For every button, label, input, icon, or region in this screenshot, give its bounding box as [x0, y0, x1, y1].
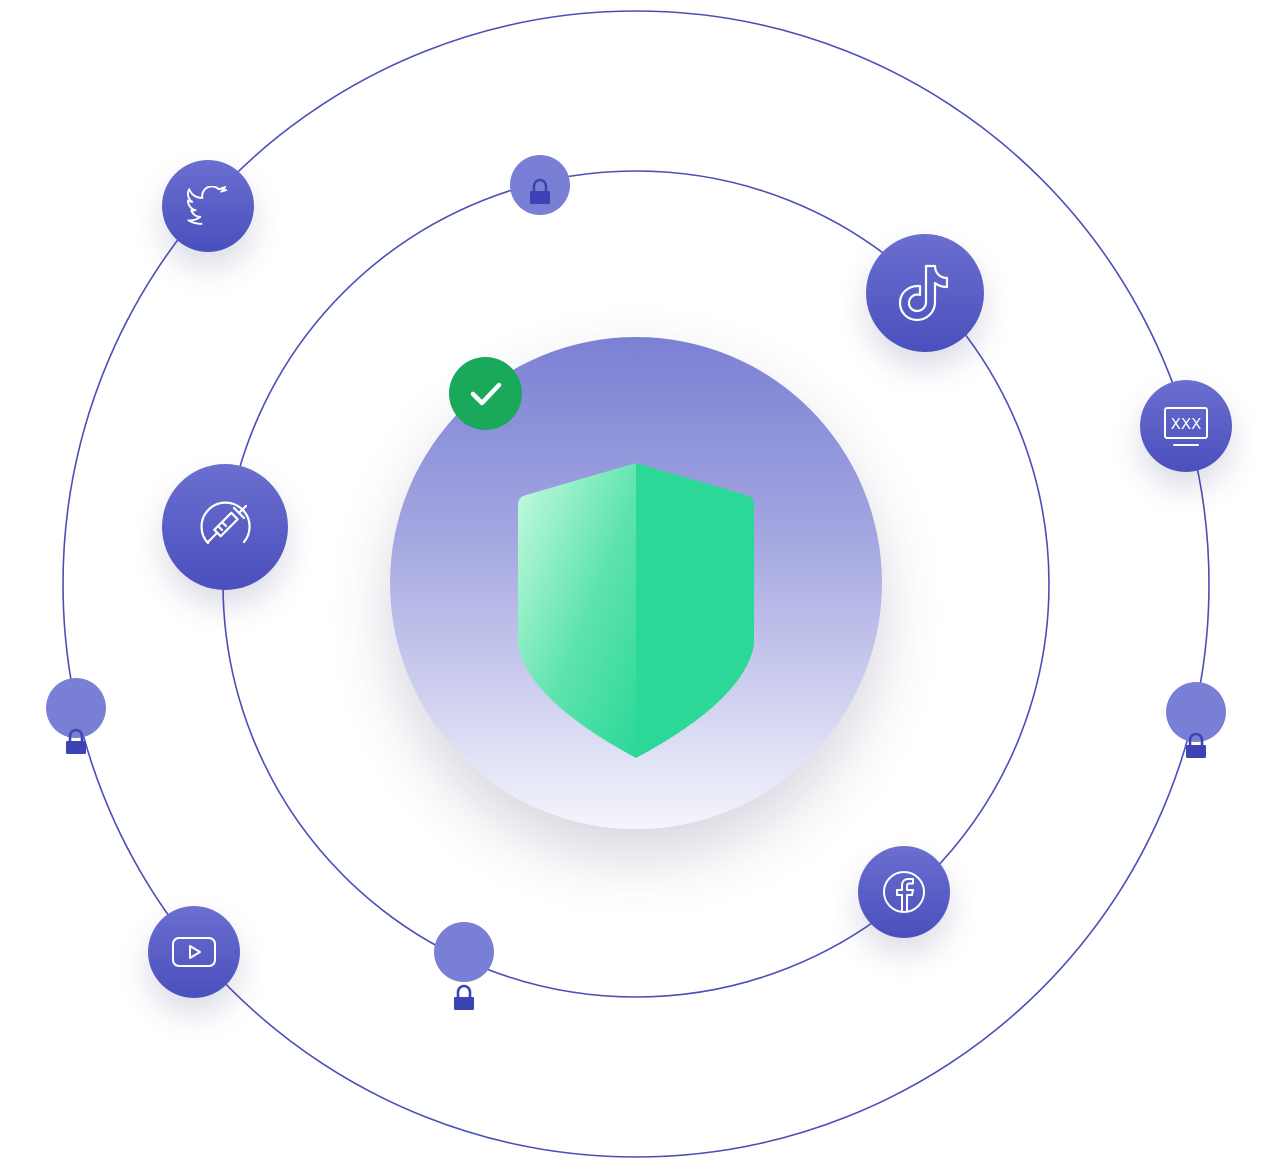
- check-badge: [449, 357, 522, 430]
- locked-dot: [1166, 682, 1226, 742]
- lock-icon: [66, 728, 86, 754]
- syringe-icon: [200, 501, 251, 545]
- app-youtube[interactable]: [148, 906, 240, 998]
- outer-orbit: [62, 10, 1210, 1158]
- locked-dot: [510, 155, 570, 215]
- xxx-monitor-icon: XXX: [1164, 407, 1208, 446]
- app-tiktok[interactable]: [866, 234, 984, 352]
- lock-icon: [454, 984, 474, 1010]
- shield-icon: [518, 463, 754, 758]
- check-icon: [470, 382, 501, 405]
- youtube-icon: [172, 937, 216, 967]
- lock-icon: [1186, 732, 1206, 758]
- app-adult-content[interactable]: XXX: [1140, 380, 1232, 472]
- tiktok-icon: [898, 264, 949, 322]
- lock-icon: [530, 178, 550, 204]
- app-drugs[interactable]: [162, 464, 288, 590]
- locked-dot: [46, 678, 106, 738]
- facebook-icon: [883, 871, 925, 913]
- app-facebook[interactable]: [858, 846, 950, 938]
- locked-dot: [434, 922, 494, 982]
- app-twitter[interactable]: [162, 160, 254, 252]
- twitter-icon: [187, 186, 228, 225]
- xxx-label: XXX: [1171, 415, 1202, 433]
